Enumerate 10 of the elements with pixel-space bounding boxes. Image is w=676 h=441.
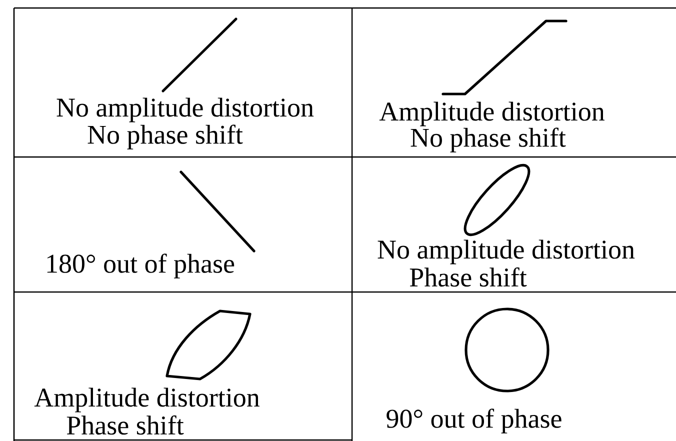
cell-text: Phase shift: [410, 267, 527, 287]
cell-text: No phase shift: [410, 128, 566, 152]
cell-text: 90° out of phase: [386, 408, 562, 434]
cell-text: Phase shift: [66, 415, 184, 435]
cell-text: Amplitude distortion: [34, 388, 260, 412]
cell-text: No phase shift: [88, 124, 243, 150]
cell-text: No amplitude distortion: [378, 240, 635, 264]
cell-text: 180° out of phase: [47, 254, 234, 278]
cell-text: No amplitude distortion: [56, 98, 314, 122]
cell-text: Amplitude distortion: [379, 102, 604, 126]
